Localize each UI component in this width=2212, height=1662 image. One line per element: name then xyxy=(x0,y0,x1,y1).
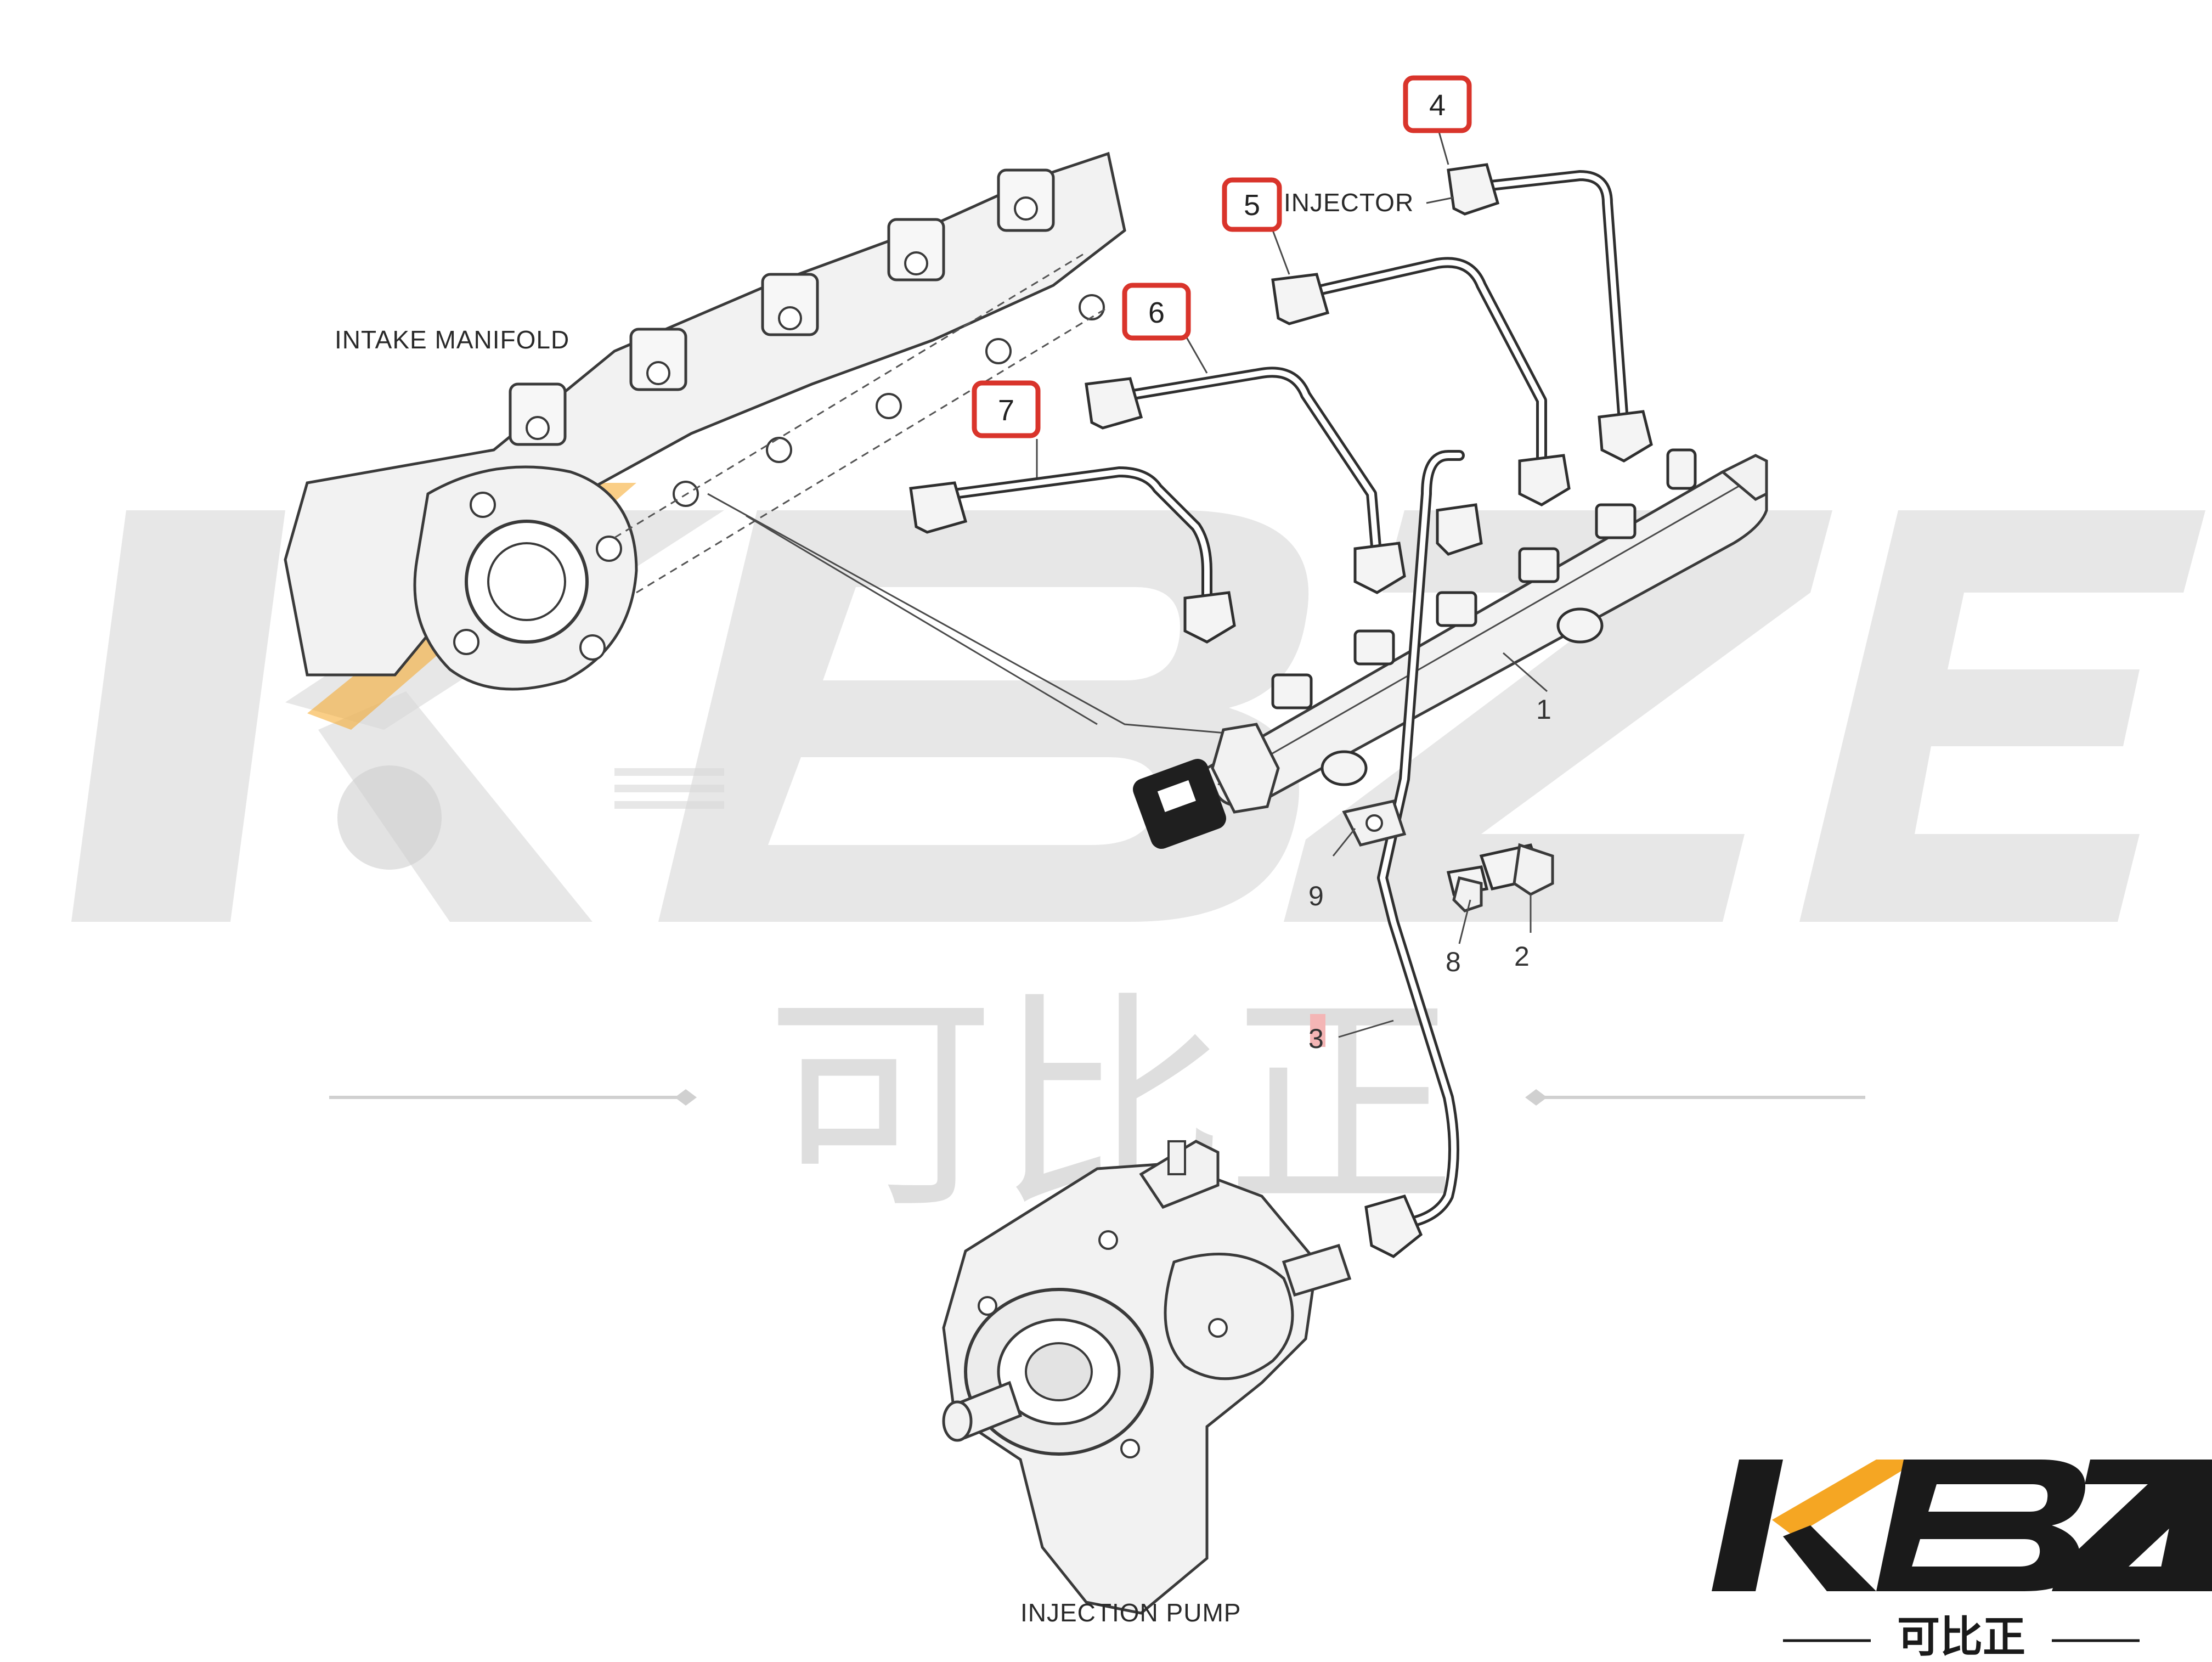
kbze-logo-tagline: 可比正 xyxy=(1783,1613,2140,1662)
clamp-9 xyxy=(1342,799,1407,847)
fuel-rail xyxy=(1133,448,1768,849)
callout-8: 8 xyxy=(1446,947,1461,977)
callout-1: 1 xyxy=(1536,694,1551,725)
callout-3-highlight xyxy=(1310,1014,1325,1047)
watermark-letter-z xyxy=(1284,510,1832,922)
watermark-letter-b xyxy=(614,510,1309,922)
callout-2: 2 xyxy=(1514,941,1530,972)
svg-text:7: 7 xyxy=(998,394,1014,427)
label-intake-manifold: INTAKE MANIFOLD xyxy=(335,325,569,354)
label-injection-pump: INJECTION PUMP xyxy=(1020,1598,1241,1627)
pipe-3 xyxy=(1364,450,1483,1258)
watermark-dot xyxy=(337,765,442,870)
callout-box-7: 7 xyxy=(972,380,1041,438)
svg-text:6: 6 xyxy=(1148,296,1165,329)
rail-pressure-sensor xyxy=(1133,723,1280,849)
watermark-diamond-left xyxy=(675,1089,697,1106)
callout-9: 9 xyxy=(1308,881,1324,911)
callout-box-6: 6 xyxy=(1122,283,1191,341)
watermark-letter-e xyxy=(1799,510,2205,922)
callout-box-5: 5 xyxy=(1222,177,1282,232)
callout-3: 3 xyxy=(1308,1023,1324,1054)
bolt-2 xyxy=(1479,843,1554,896)
pipe-4 xyxy=(1447,163,1653,463)
leader-lines xyxy=(1036,126,1548,1038)
kbze-logo xyxy=(1712,1460,2212,1591)
pipe-7 xyxy=(909,466,1236,644)
label-injector: INJECTOR xyxy=(1284,188,1414,217)
intake-manifold xyxy=(284,151,1251,736)
svg-text:5: 5 xyxy=(1244,189,1260,222)
callout-box-4: 4 xyxy=(1403,75,1472,133)
injector-pipes xyxy=(909,163,1653,644)
pipe-6 xyxy=(1085,367,1406,594)
bolt-8 xyxy=(1446,865,1489,912)
logo-chinese: 可比正 xyxy=(1897,1613,2025,1659)
injection-pump xyxy=(942,1140,1352,1615)
pipe-5 xyxy=(1271,257,1571,506)
svg-text:4: 4 xyxy=(1429,89,1446,122)
